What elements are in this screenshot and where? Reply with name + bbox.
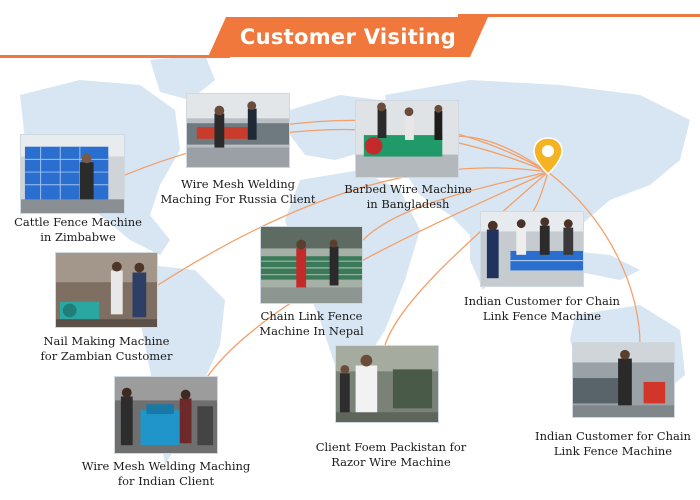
caption-line: Razor Wire Machine xyxy=(331,455,451,469)
photo-india-chain-link-1 xyxy=(480,211,584,287)
caption-bangladesh: Barbed Wire Machine in Bangladesh xyxy=(333,182,483,212)
caption-line: for Zambian Customer xyxy=(40,349,173,363)
caption-line: Nail Making Machine xyxy=(43,334,170,348)
caption-line: for Indian Client xyxy=(117,474,215,488)
caption-zimbabwe: Cattle Fence Machine in Zimbabwe xyxy=(4,215,152,245)
photo-chain-link-nepal xyxy=(260,226,363,304)
banner-line-right xyxy=(458,14,700,17)
caption-line: in Bangladesh xyxy=(366,197,450,211)
caption-line: Indian Customer for Chain xyxy=(464,294,620,308)
caption-zambia: Nail Making Machine for Zambian Customer xyxy=(30,334,183,364)
caption-russia: Wire Mesh Welding Maching For Russia Cli… xyxy=(150,177,326,207)
caption-line: Wire Mesh Welding Maching xyxy=(81,459,251,473)
caption-line: Cattle Fence Machine xyxy=(14,215,142,229)
banner-line-left xyxy=(0,55,230,58)
caption-line: Client Foem Packistan for xyxy=(315,440,467,454)
caption-line: Maching For Russia Client xyxy=(160,192,316,206)
caption-india-1: Indian Customer for Chain Link Fence Mac… xyxy=(452,294,632,324)
caption-nepal: Chain Link Fence Machine In Nepal xyxy=(244,309,379,339)
caption-india-2: Wire Mesh Welding Maching for Indian Cli… xyxy=(71,459,261,489)
page-title: Customer Visiting xyxy=(239,25,457,49)
caption-line: Barbed Wire Machine xyxy=(344,182,472,196)
title-banner xyxy=(208,17,488,57)
caption-line: Link Fence Machine xyxy=(553,444,673,458)
caption-line: Wire Mesh Welding xyxy=(181,177,295,191)
photo-wire-mesh-russia xyxy=(186,93,290,168)
caption-line: Indian Customer for Chain xyxy=(535,429,691,443)
caption-line: in Zimbabwe xyxy=(40,230,116,244)
photo-cattle-fence-zimbabwe xyxy=(20,134,125,214)
route-lines xyxy=(124,119,641,381)
caption-line: Link Fence Machine xyxy=(482,309,602,323)
caption-pakistan: Client Foem Packistan for Razor Wire Mac… xyxy=(306,440,476,470)
caption-india-3: Indian Customer for Chain Link Fence Mac… xyxy=(526,429,700,459)
photo-wire-mesh-india xyxy=(114,376,218,454)
caption-line: Machine In Nepal xyxy=(259,324,364,338)
photo-barbed-wire-bangladesh xyxy=(355,100,459,178)
photo-india-chain-link-2 xyxy=(572,342,675,418)
caption-line: Chain Link Fence xyxy=(260,309,363,323)
photo-nail-making-zambia xyxy=(55,252,158,328)
photo-razor-wire-pakistan xyxy=(335,345,439,423)
location-pin-icon xyxy=(533,137,563,176)
